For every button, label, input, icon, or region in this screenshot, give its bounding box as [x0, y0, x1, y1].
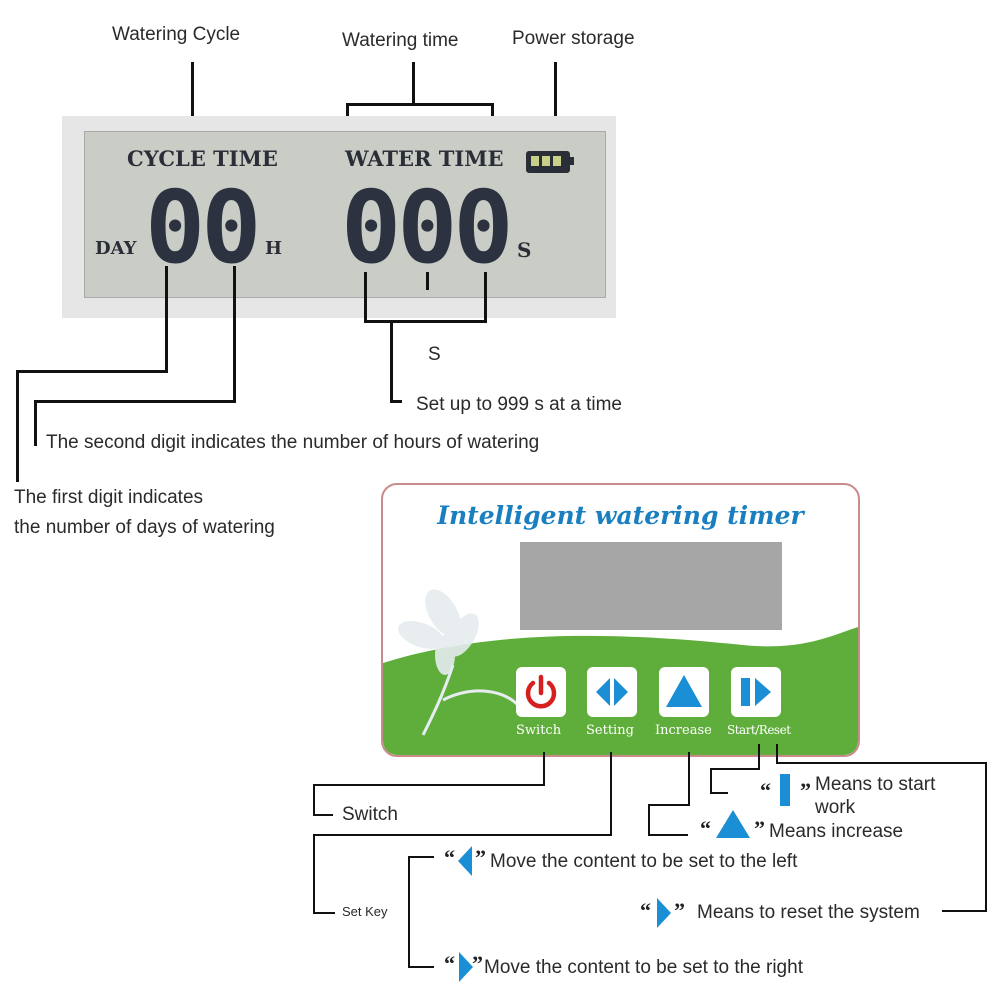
bar-icon	[780, 774, 790, 806]
s-bracket-bottom	[364, 320, 487, 323]
quote-close: ”	[800, 778, 811, 803]
setting-connector-end	[313, 912, 335, 914]
set-key-bracket-top	[408, 856, 434, 858]
left-arrow-icon	[458, 846, 472, 876]
reset-connector-h	[776, 762, 987, 764]
switch-label: Switch	[516, 723, 562, 738]
switch-text: Switch	[342, 804, 398, 825]
reset-connector	[776, 744, 778, 764]
quote-close: ”	[475, 845, 486, 870]
watertime-connector	[412, 62, 415, 104]
quote-close: ”	[472, 951, 483, 976]
increase-connector	[688, 752, 690, 806]
lcd-cycle-digits: 00	[145, 169, 261, 286]
switch-connector	[543, 752, 545, 786]
switch-connector-end	[313, 814, 333, 816]
lcd-h: H	[265, 238, 283, 259]
increase-button[interactable]	[659, 667, 709, 717]
power-connector	[554, 62, 557, 152]
reset-connector-v	[985, 762, 987, 912]
up-triangle-icon	[716, 810, 750, 838]
start-reset-button[interactable]	[731, 667, 781, 717]
start-connector-end	[710, 792, 728, 794]
start-work-text-1: Means to start	[815, 774, 936, 795]
flower-decoration	[398, 589, 479, 675]
move-right-text: Move the content to be set to the right	[484, 957, 803, 978]
increase-text: Means increase	[769, 821, 904, 842]
lcd-water-time: WATER TIME	[345, 146, 504, 171]
lcd-day: DAY	[95, 238, 137, 259]
s-bracket-left	[364, 272, 367, 322]
quote-open: “	[640, 898, 651, 923]
first-digit-text-2: the number of days of watering	[14, 517, 275, 538]
s-bracket-mid	[426, 272, 429, 290]
quote-open: “	[700, 816, 711, 841]
lcd-screen: CYCLE TIME WATER TIME DAY H S 00 000	[84, 131, 606, 298]
first-digit-text-1: The first digit indicates	[14, 487, 204, 508]
start-connector-v	[710, 768, 712, 794]
setting-connector	[610, 752, 612, 836]
increase-connector-h	[648, 804, 690, 806]
setting-connector-v	[313, 834, 315, 914]
move-left-text: Move the content to be set to the left	[490, 851, 798, 872]
increase-label: Increase	[655, 723, 712, 738]
right-arrow-icon	[459, 952, 473, 982]
cycle-connector	[191, 62, 194, 136]
set-key-bracket-bottom	[408, 966, 434, 968]
quote-open: “	[444, 951, 455, 976]
lcd-water-digits: 000	[341, 169, 514, 286]
quote-open: “	[444, 845, 455, 870]
setting-label: Setting	[586, 723, 634, 738]
start-reset-label: Start/Reset	[727, 723, 791, 737]
set-up-text: Set up to 999 s at a time	[416, 394, 622, 415]
first-digit-connector	[165, 266, 168, 372]
start-connector	[758, 744, 760, 770]
second-digit-v	[34, 400, 37, 446]
watering-time-label: Watering time	[342, 30, 459, 51]
quote-close: ”	[674, 898, 685, 923]
watering-cycle-label: Watering Cycle	[112, 24, 241, 45]
s-label: S	[428, 344, 441, 365]
second-digit-connector	[233, 266, 236, 402]
increase-connector-v	[648, 804, 650, 836]
reset-text: Means to reset the system	[697, 902, 920, 923]
power-icon	[525, 674, 557, 709]
device-title: Intelligent watering timer	[437, 501, 804, 530]
reset-connector-end	[942, 910, 987, 912]
quote-close: ”	[754, 816, 765, 841]
timer-device: Intelligent watering timer Switch Settin…	[381, 483, 860, 757]
set-key-text: Set Key	[342, 904, 388, 919]
set-key-bracket	[408, 856, 410, 968]
second-digit-text: The second digit indicates the number of…	[46, 432, 540, 453]
watertime-bracket	[346, 103, 494, 106]
battery-icon	[526, 151, 574, 173]
start-connector-h	[710, 768, 760, 770]
switch-button[interactable]	[516, 667, 566, 717]
lcd-s: S	[517, 238, 532, 262]
first-digit-h	[16, 370, 168, 373]
increase-connector-end	[648, 834, 688, 836]
device-screen	[520, 542, 782, 630]
s-bracket-right	[484, 272, 487, 322]
switch-connector-v	[313, 784, 315, 816]
s-connector	[390, 322, 393, 402]
left-right-arrows-icon	[596, 678, 628, 706]
s-connector-h	[390, 400, 402, 403]
bar-play-icon	[741, 678, 771, 706]
quote-open: “	[760, 778, 771, 803]
second-digit-h	[34, 400, 236, 403]
up-triangle-icon	[666, 675, 702, 707]
lcd-cycle-time: CYCLE TIME	[127, 146, 278, 171]
start-work-text-2: work	[815, 797, 856, 818]
right-arrow-icon	[657, 898, 671, 928]
switch-connector-h	[313, 784, 545, 786]
setting-button[interactable]	[587, 667, 637, 717]
setting-connector-h	[313, 834, 612, 836]
power-storage-label: Power storage	[512, 28, 635, 49]
first-digit-v	[16, 370, 19, 482]
